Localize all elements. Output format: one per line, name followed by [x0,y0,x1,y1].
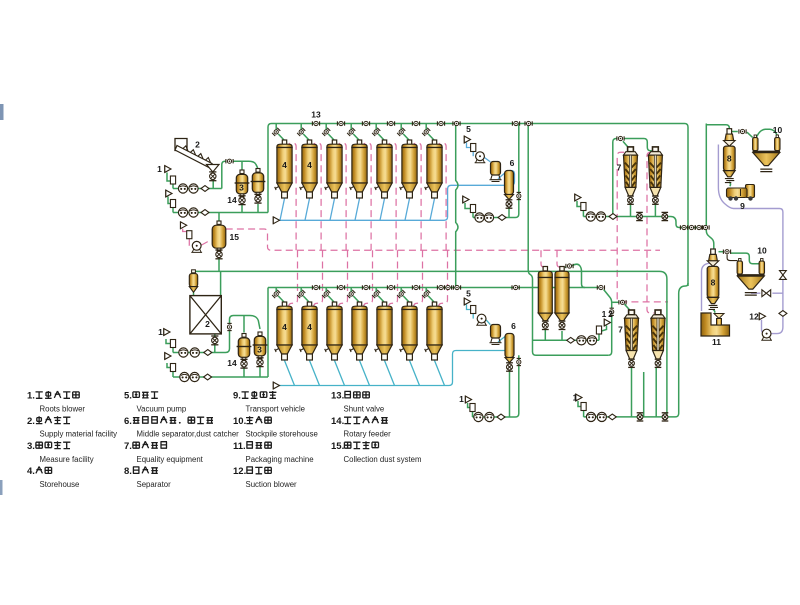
svg-text:Supply material facility: Supply material facility [40,430,118,439]
svg-text:Packaging machine: Packaging machine [246,455,314,464]
svg-text:10: 10 [773,125,783,135]
svg-text:11: 11 [712,337,721,347]
svg-text:1: 1 [573,393,578,403]
svg-text:4: 4 [307,160,312,170]
svg-text:2: 2 [205,319,210,329]
svg-text:Measure facility: Measure facility [40,455,94,464]
svg-text:Storehouse: Storehouse [40,480,80,489]
svg-text:8.: 8. [124,466,132,477]
svg-text:9: 9 [740,201,745,211]
svg-text:15: 15 [230,232,240,242]
svg-text:6: 6 [510,158,515,168]
svg-text:12: 12 [749,312,759,322]
svg-text:14: 14 [227,358,237,368]
svg-text:Vacuum pump: Vacuum pump [137,404,187,413]
svg-text:1: 1 [157,164,162,174]
svg-text:5.: 5. [124,391,132,402]
svg-text:Rotary feeder: Rotary feeder [344,430,392,439]
svg-text:2: 2 [195,140,200,150]
svg-text:2: 2 [608,309,613,319]
svg-text:1: 1 [459,394,464,404]
svg-text:4.: 4. [27,466,35,477]
svg-text:8: 8 [727,153,732,163]
svg-text:1: 1 [158,327,163,337]
svg-text:Suction blower: Suction blower [246,480,298,489]
svg-text:Equality equipment: Equality equipment [137,455,204,464]
svg-text:4: 4 [282,322,287,332]
svg-text:Middle separator,dust catcher: Middle separator,dust catcher [137,430,240,439]
svg-text:2.: 2. [27,416,35,427]
svg-text:4: 4 [282,160,287,170]
svg-text:7: 7 [618,325,623,335]
svg-text:10.: 10. [233,416,246,427]
svg-text:Roots blower: Roots blower [40,404,86,413]
svg-text:9.: 9. [233,391,241,402]
svg-text:3.: 3. [27,441,35,452]
svg-text:1: 1 [602,309,607,319]
svg-text:13: 13 [311,110,321,120]
svg-text:13.: 13. [331,391,344,402]
svg-text:5: 5 [466,124,471,134]
svg-text:15.: 15. [331,441,344,452]
svg-text:6.: 6. [124,416,132,427]
svg-text:3: 3 [239,183,244,193]
svg-text:8: 8 [711,278,716,288]
svg-text:Stockpile storehouse: Stockpile storehouse [246,430,318,439]
svg-text:12.: 12. [233,466,246,477]
svg-text:5: 5 [466,289,471,299]
svg-text:7: 7 [617,163,622,173]
svg-text:7.: 7. [124,441,132,452]
svg-text:14.: 14. [331,416,344,427]
svg-text:10: 10 [757,246,767,256]
svg-text:1.: 1. [27,391,35,402]
svg-text:6: 6 [511,321,516,331]
svg-text:11.: 11. [233,441,246,452]
svg-text:3: 3 [257,345,262,355]
svg-text:Separator: Separator [137,480,172,489]
svg-text:14: 14 [227,195,237,205]
svg-text:Shunt valve: Shunt valve [344,404,385,413]
svg-text:Collection dust system: Collection dust system [344,455,422,464]
svg-text:4: 4 [307,322,312,332]
svg-text:Transport vehicle: Transport vehicle [246,404,306,413]
